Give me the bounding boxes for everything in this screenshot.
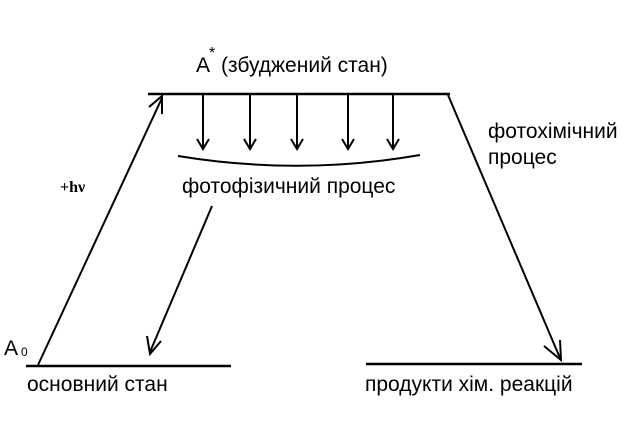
photophysical-label: фотофізичний процес xyxy=(182,175,395,198)
absorption-arrow xyxy=(37,93,163,366)
absorption-label: +hν xyxy=(60,179,85,196)
relaxation-bracket xyxy=(177,154,421,167)
photochemical-label-line2: процес xyxy=(488,146,557,169)
relaxation-arrows xyxy=(196,95,400,151)
ground-state-letter: A xyxy=(4,337,18,360)
relaxation-arrow xyxy=(243,95,257,151)
relaxation-arrow xyxy=(196,95,210,151)
excited-state-star: * xyxy=(209,45,215,62)
photophysical-return-arrow xyxy=(146,205,213,357)
relaxation-arrow xyxy=(290,95,304,151)
photochemical-label-line1: фотохімічний xyxy=(488,120,618,143)
ground-state-label: основний стан xyxy=(27,373,168,396)
products-label: продукти хім. реакцій xyxy=(365,373,573,396)
excited-state-letter: A xyxy=(196,54,210,77)
relaxation-arrow xyxy=(386,95,400,151)
excited-state-label: (збуджений стан) xyxy=(221,54,388,77)
ground-state-subscript: 0 xyxy=(21,345,28,359)
photochemical-arrow xyxy=(447,94,563,363)
relaxation-arrow xyxy=(341,95,355,151)
